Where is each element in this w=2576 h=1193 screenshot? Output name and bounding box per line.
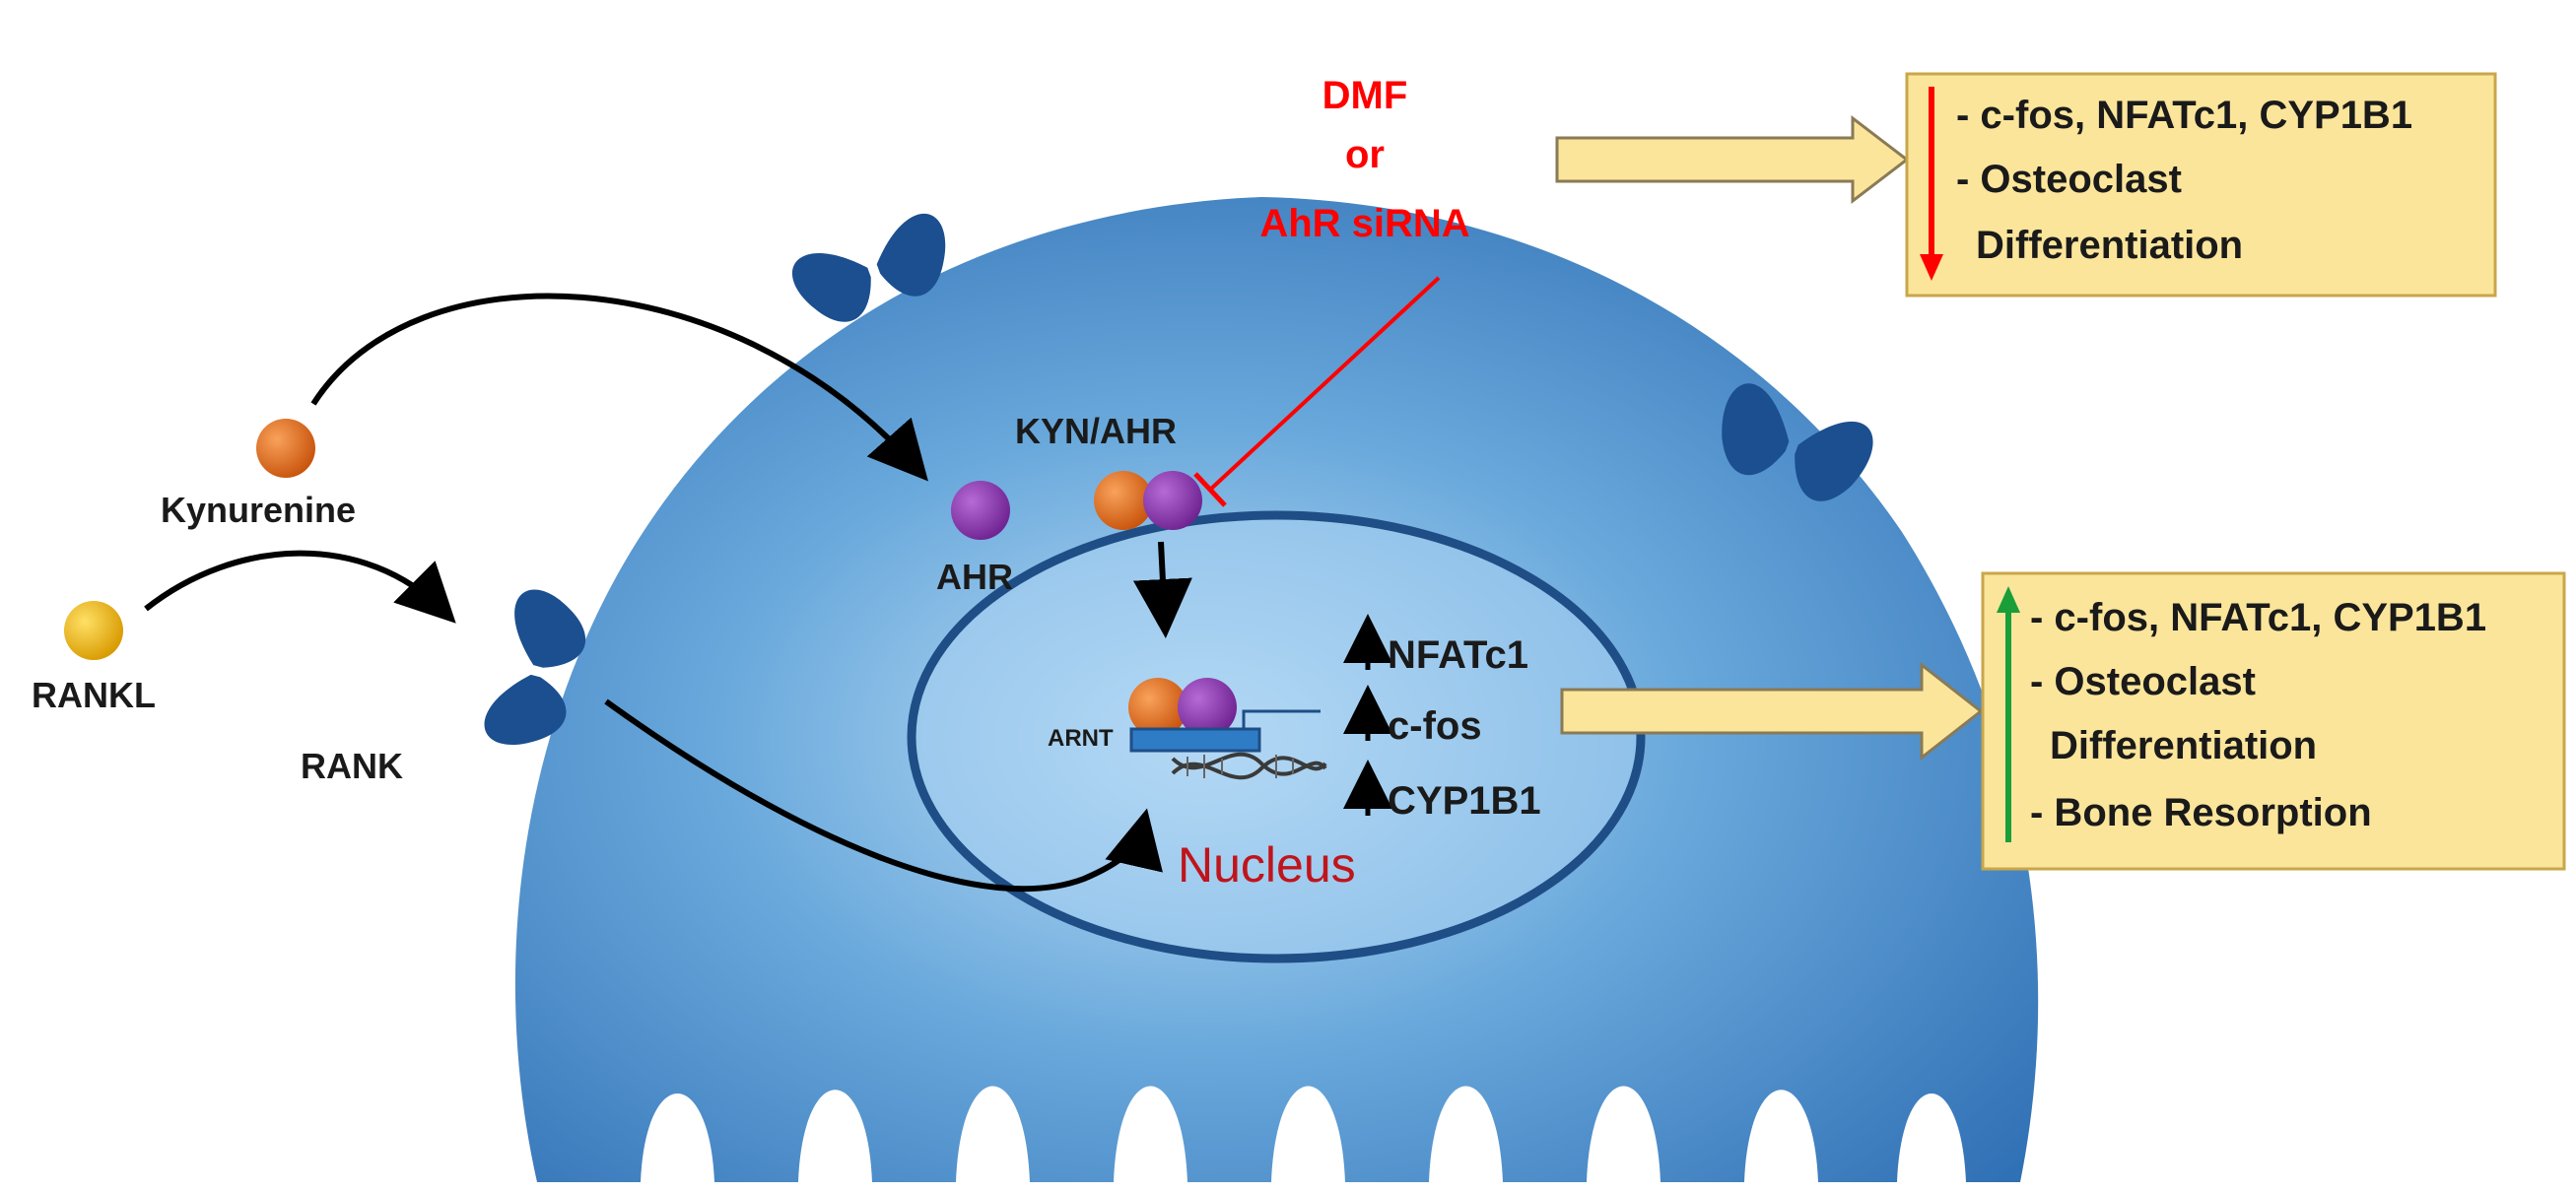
outcome-top-line-3: Differentiation <box>1976 224 2243 267</box>
outcome-box-bottom <box>1981 571 2566 871</box>
rankl-to-rank-arrow <box>144 550 456 624</box>
outcome-bottom-line-3: Differentiation <box>2050 724 2317 767</box>
arnt-block <box>1129 727 1261 753</box>
rank-receptor-top <box>792 213 946 322</box>
cfos-label: c-fos <box>1388 704 1482 748</box>
rank-to-nucleus-arrow <box>604 698 1163 893</box>
ahr-label: AHR <box>936 557 1013 597</box>
block-arrow-top <box>1555 114 1910 205</box>
up-arrow-green-head <box>1997 586 2020 613</box>
rankl-label: RANKL <box>32 675 156 715</box>
kynurenine-to-ahr-arrow <box>310 293 928 482</box>
inhibition-bar <box>1193 472 1227 507</box>
rank-receptor-right <box>1722 383 1873 501</box>
rank-label: RANK <box>301 746 403 786</box>
kyn-ahr-label: KYN/AHR <box>1015 411 1177 451</box>
kyn-ahr-to-nucleus-arrow <box>1132 541 1192 638</box>
rankl-molecule <box>64 601 123 660</box>
outcome-box-top <box>1905 72 2497 298</box>
inhibitor-line-3: AhR siRNA <box>1259 202 1469 245</box>
kynurenine-molecule <box>256 419 315 478</box>
ahr-at-promoter <box>1178 678 1237 737</box>
kynurenine-label: Kynurenine <box>161 490 356 530</box>
kyn-at-promoter <box>1128 678 1187 737</box>
arnt-label: ARNT <box>1048 725 1114 752</box>
rank-receptor-left <box>484 589 586 746</box>
outcome-bottom-line-1: - c-fos, NFATc1, CYP1B1 <box>2030 596 2486 639</box>
inhibitor-line-1: DMF <box>1322 74 1408 117</box>
down-arrow-red-head <box>1920 254 1943 281</box>
kyn-in-complex <box>1094 471 1153 530</box>
inhibition-line <box>1208 276 1441 492</box>
outcome-top-line-1: - c-fos, NFATc1, CYP1B1 <box>1956 94 2412 137</box>
cyp1b1-label: CYP1B1 <box>1388 779 1541 823</box>
nfatc1-label: NFATc1 <box>1388 633 1528 677</box>
ahr-molecule <box>951 481 1010 540</box>
nucleus-label: Nucleus <box>1178 837 1356 893</box>
dna-helix <box>1171 752 1327 780</box>
promoter-line <box>1242 709 1321 729</box>
outcome-bottom-line-4: - Bone Resorption <box>2030 791 2372 834</box>
block-arrow-bottom <box>1560 661 1984 762</box>
nucleus <box>907 510 1646 963</box>
outcome-bottom-line-2: - Osteoclast <box>2030 660 2256 703</box>
inhibitor-line-2: or <box>1345 133 1385 176</box>
ahr-in-complex <box>1143 471 1202 530</box>
outcome-top-line-2: - Osteoclast <box>1956 158 2182 201</box>
